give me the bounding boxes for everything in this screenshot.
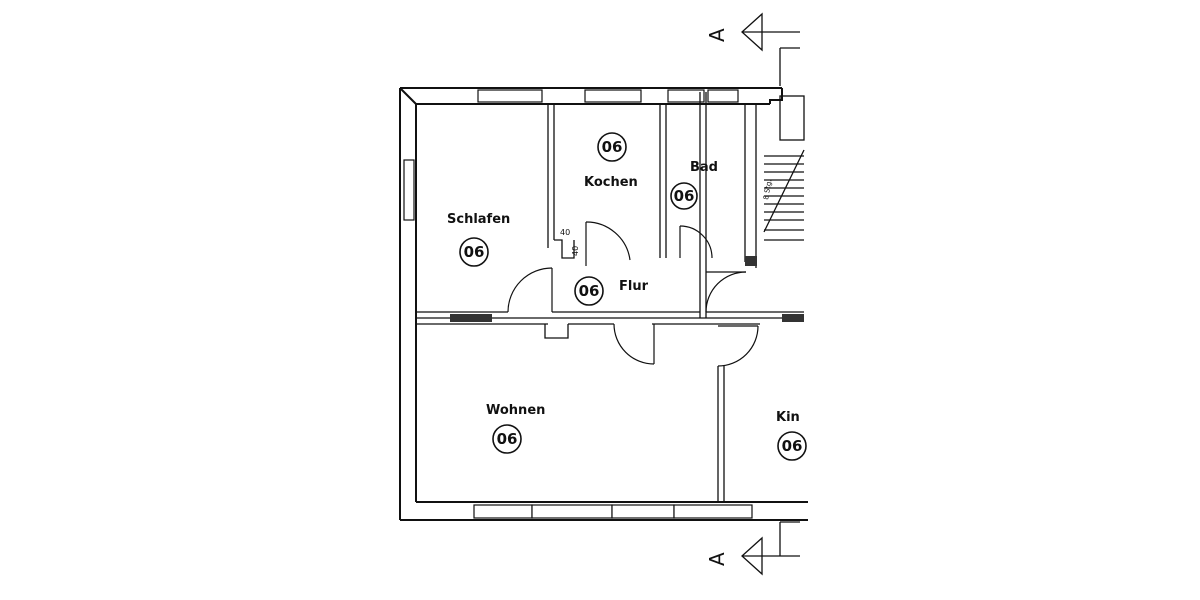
stairs-label: 8 Stg. (762, 179, 773, 201)
doors (507, 221, 759, 367)
niche-dimensions: 40 40 (560, 228, 580, 256)
room-flur: 06 Flur (574, 276, 649, 306)
room-label-schlafen: Schlafen (447, 212, 510, 227)
room-badge-bad (670, 182, 698, 210)
room-bad: Bad 06 (670, 160, 718, 210)
room-badge-schlafen (459, 237, 489, 267)
left-windows (403, 159, 415, 221)
right-margin (808, 0, 1200, 600)
room-code-kochen: 06 (602, 138, 623, 156)
room-kochen: 06 Kochen (584, 132, 638, 190)
niche-width-label: 40 (560, 228, 570, 237)
room-code-flur: 06 (579, 282, 600, 300)
room-code-wohnen: 06 (497, 430, 518, 448)
room-badge-kind (777, 431, 807, 461)
room-code-kind: 06 (782, 437, 803, 455)
top-windows (477, 89, 739, 103)
room-badge-kochen (597, 132, 627, 162)
room-wohnen: Wohnen 06 (486, 403, 545, 454)
room-badge-wohnen (492, 424, 522, 454)
room-schlafen: Schlafen 06 (447, 212, 510, 267)
section-letter-bottom: A (705, 552, 729, 566)
stairs: 8 Stg. (762, 95, 805, 241)
section-marker-top: A (705, 12, 800, 86)
room-label-flur: Flur (619, 279, 649, 294)
niche-depth-label: 40 (571, 246, 580, 256)
hatched-walls (450, 256, 804, 322)
room-label-kochen: Kochen (584, 175, 638, 190)
room-label-bad: Bad (690, 160, 718, 175)
section-letter-top: A (705, 28, 729, 42)
room-code-bad: 06 (674, 187, 695, 205)
room-label-kind: Kin (776, 410, 800, 425)
section-marker-bottom: A (705, 521, 800, 576)
room-badge-flur (574, 276, 604, 306)
room-kind: Kin 06 (776, 410, 807, 461)
interior-walls (416, 92, 804, 502)
room-label-wohnen: Wohnen (486, 403, 545, 418)
room-code-schlafen: 06 (464, 243, 485, 261)
exterior-walls (399, 87, 808, 521)
bottom-windows (473, 504, 753, 519)
